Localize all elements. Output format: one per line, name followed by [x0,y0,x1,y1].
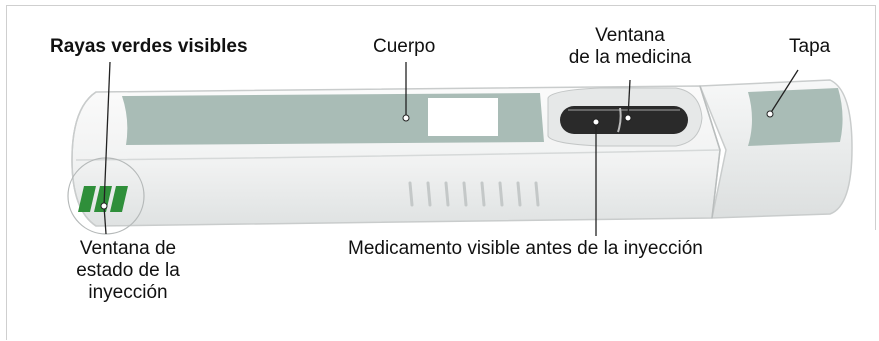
diagram-frame-right [875,5,876,230]
green-stripes [78,186,128,212]
leader-medicine-window [627,79,631,119]
label-medication-visible: Medicamento visible antes de la inyecció… [348,238,703,259]
status-window-end [71,91,97,227]
label-status-window-line3: inyección [88,282,168,303]
body-label-white-box [428,98,498,136]
leader-status-window [103,205,107,235]
pen-ridge-line [75,149,721,161]
label-medicine-window: Ventana de la medicina [560,25,700,69]
label-medicine-window-line1: Ventana [595,25,665,46]
medicine-window [560,106,688,134]
pen-cap-seam [699,85,721,219]
leader-cap [769,69,799,115]
diagram-frame-top [6,5,875,6]
diagram-frame-left [6,5,7,340]
label-status-window: Ventana de estado de la inyección [56,238,200,304]
cap-label-panel [748,88,843,146]
grip-ridges [408,181,540,207]
label-medicine-window-line2: de la medicina [568,47,692,68]
label-status-window-line1: Ventana de [79,238,177,259]
label-body: Cuerpo [373,36,436,57]
label-cap: Tapa [789,36,831,57]
label-green-stripes: Rayas verdes visibles [50,36,248,57]
leader-green-stripes [103,61,111,207]
label-status-window-line2: estado de la [76,260,180,281]
